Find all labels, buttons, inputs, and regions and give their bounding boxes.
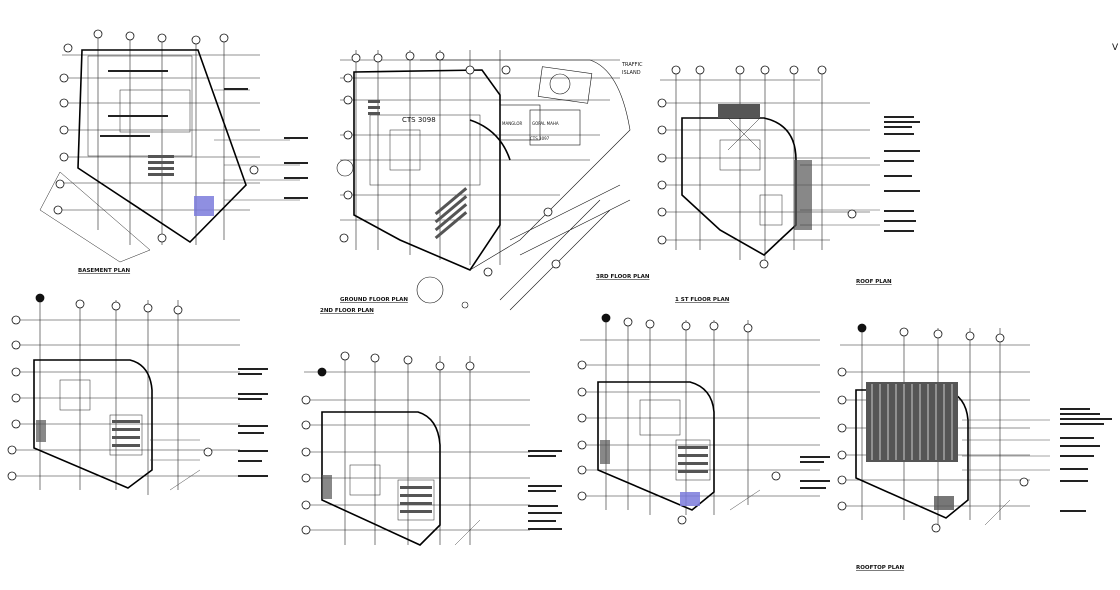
- floor-plan-bottom-3: [577, 313, 830, 525]
- cts-3097-label: CTS 3097: [530, 136, 550, 141]
- roof-plan-title: ROOF PLAN: [856, 279, 892, 285]
- second-floor-plan-title-a: 2ND FLOOR PLAN: [320, 308, 374, 314]
- first-floor-plan: 1 ST FLOOR PLAN ROOF PLAN: [657, 65, 920, 303]
- rooftop-plan: ROOFTOP PLAN: [837, 323, 1112, 571]
- traffic-label: TRAFFIC: [621, 62, 643, 68]
- third-floor-plan-title-a: 3RD FLOOR PLAN: [596, 274, 650, 280]
- manglor-label: MANGLOR: [502, 121, 523, 126]
- first-floor-plan-title: 1 ST FLOOR PLAN: [675, 297, 730, 303]
- corner-mark: V: [1112, 43, 1119, 53]
- ground-floor-plan: TRAFFIC ISLAND CTS 3098 MANGLOR GOPAL MA…: [320, 50, 650, 314]
- basement-plan-title: BASEMENT PLAN: [78, 268, 130, 274]
- gopal-maha-label: GOPAL MAHA: [532, 121, 559, 126]
- cts-3098-label: CTS 3098: [402, 116, 436, 124]
- basement-plan: BASEMENT PLAN: [39, 29, 308, 274]
- ground-floor-plan-title: GROUND FLOOR PLAN: [340, 297, 408, 303]
- floor-plan-bottom-1: [7, 293, 268, 495]
- floor-plan-bottom-2: [301, 351, 562, 546]
- island-label: ISLAND: [622, 70, 641, 76]
- rooftop-plan-title: ROOFTOP PLAN: [856, 565, 905, 571]
